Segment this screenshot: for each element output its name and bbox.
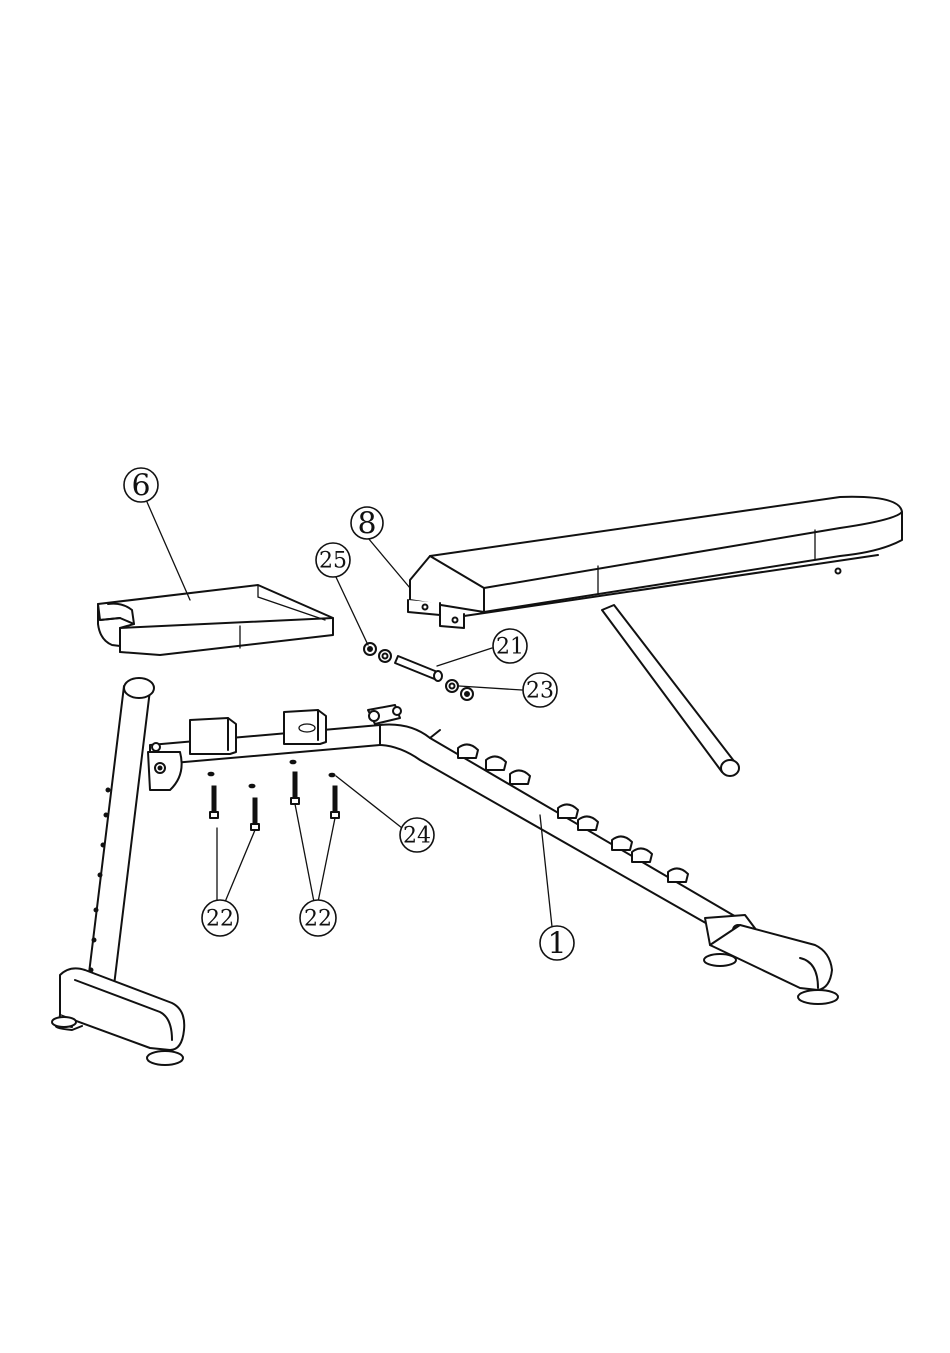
- backrest-part-8: [408, 497, 902, 776]
- callout-6: 6: [124, 468, 158, 504]
- callout-21-label: 21: [496, 635, 524, 660]
- callout-22-left: 22: [202, 900, 238, 936]
- callout-25-label: 25: [319, 549, 347, 574]
- callout-22-left-label: 22: [206, 907, 234, 932]
- callout-24-label: 24: [403, 824, 431, 849]
- callout-1: 1: [540, 926, 574, 962]
- main-frame-part-1: [52, 678, 838, 1065]
- adjustment-notches: [458, 744, 688, 882]
- bolts-and-washers: [208, 760, 339, 830]
- callout-23-label: 23: [526, 679, 554, 704]
- seat-pad-part-6: [98, 585, 333, 655]
- callout-1-label: 1: [547, 927, 566, 962]
- callout-25: 25: [316, 543, 350, 577]
- callout-21: 21: [493, 629, 527, 663]
- callout-22-right-label: 22: [304, 907, 332, 932]
- callout-24: 24: [400, 818, 434, 852]
- callout-6-label: 6: [131, 469, 150, 504]
- hardware-pin-set: [364, 643, 473, 700]
- callout-23: 23: [523, 673, 557, 707]
- callout-8: 8: [351, 507, 383, 542]
- callout-22-right: 22: [300, 900, 336, 936]
- callout-8-label: 8: [357, 507, 376, 542]
